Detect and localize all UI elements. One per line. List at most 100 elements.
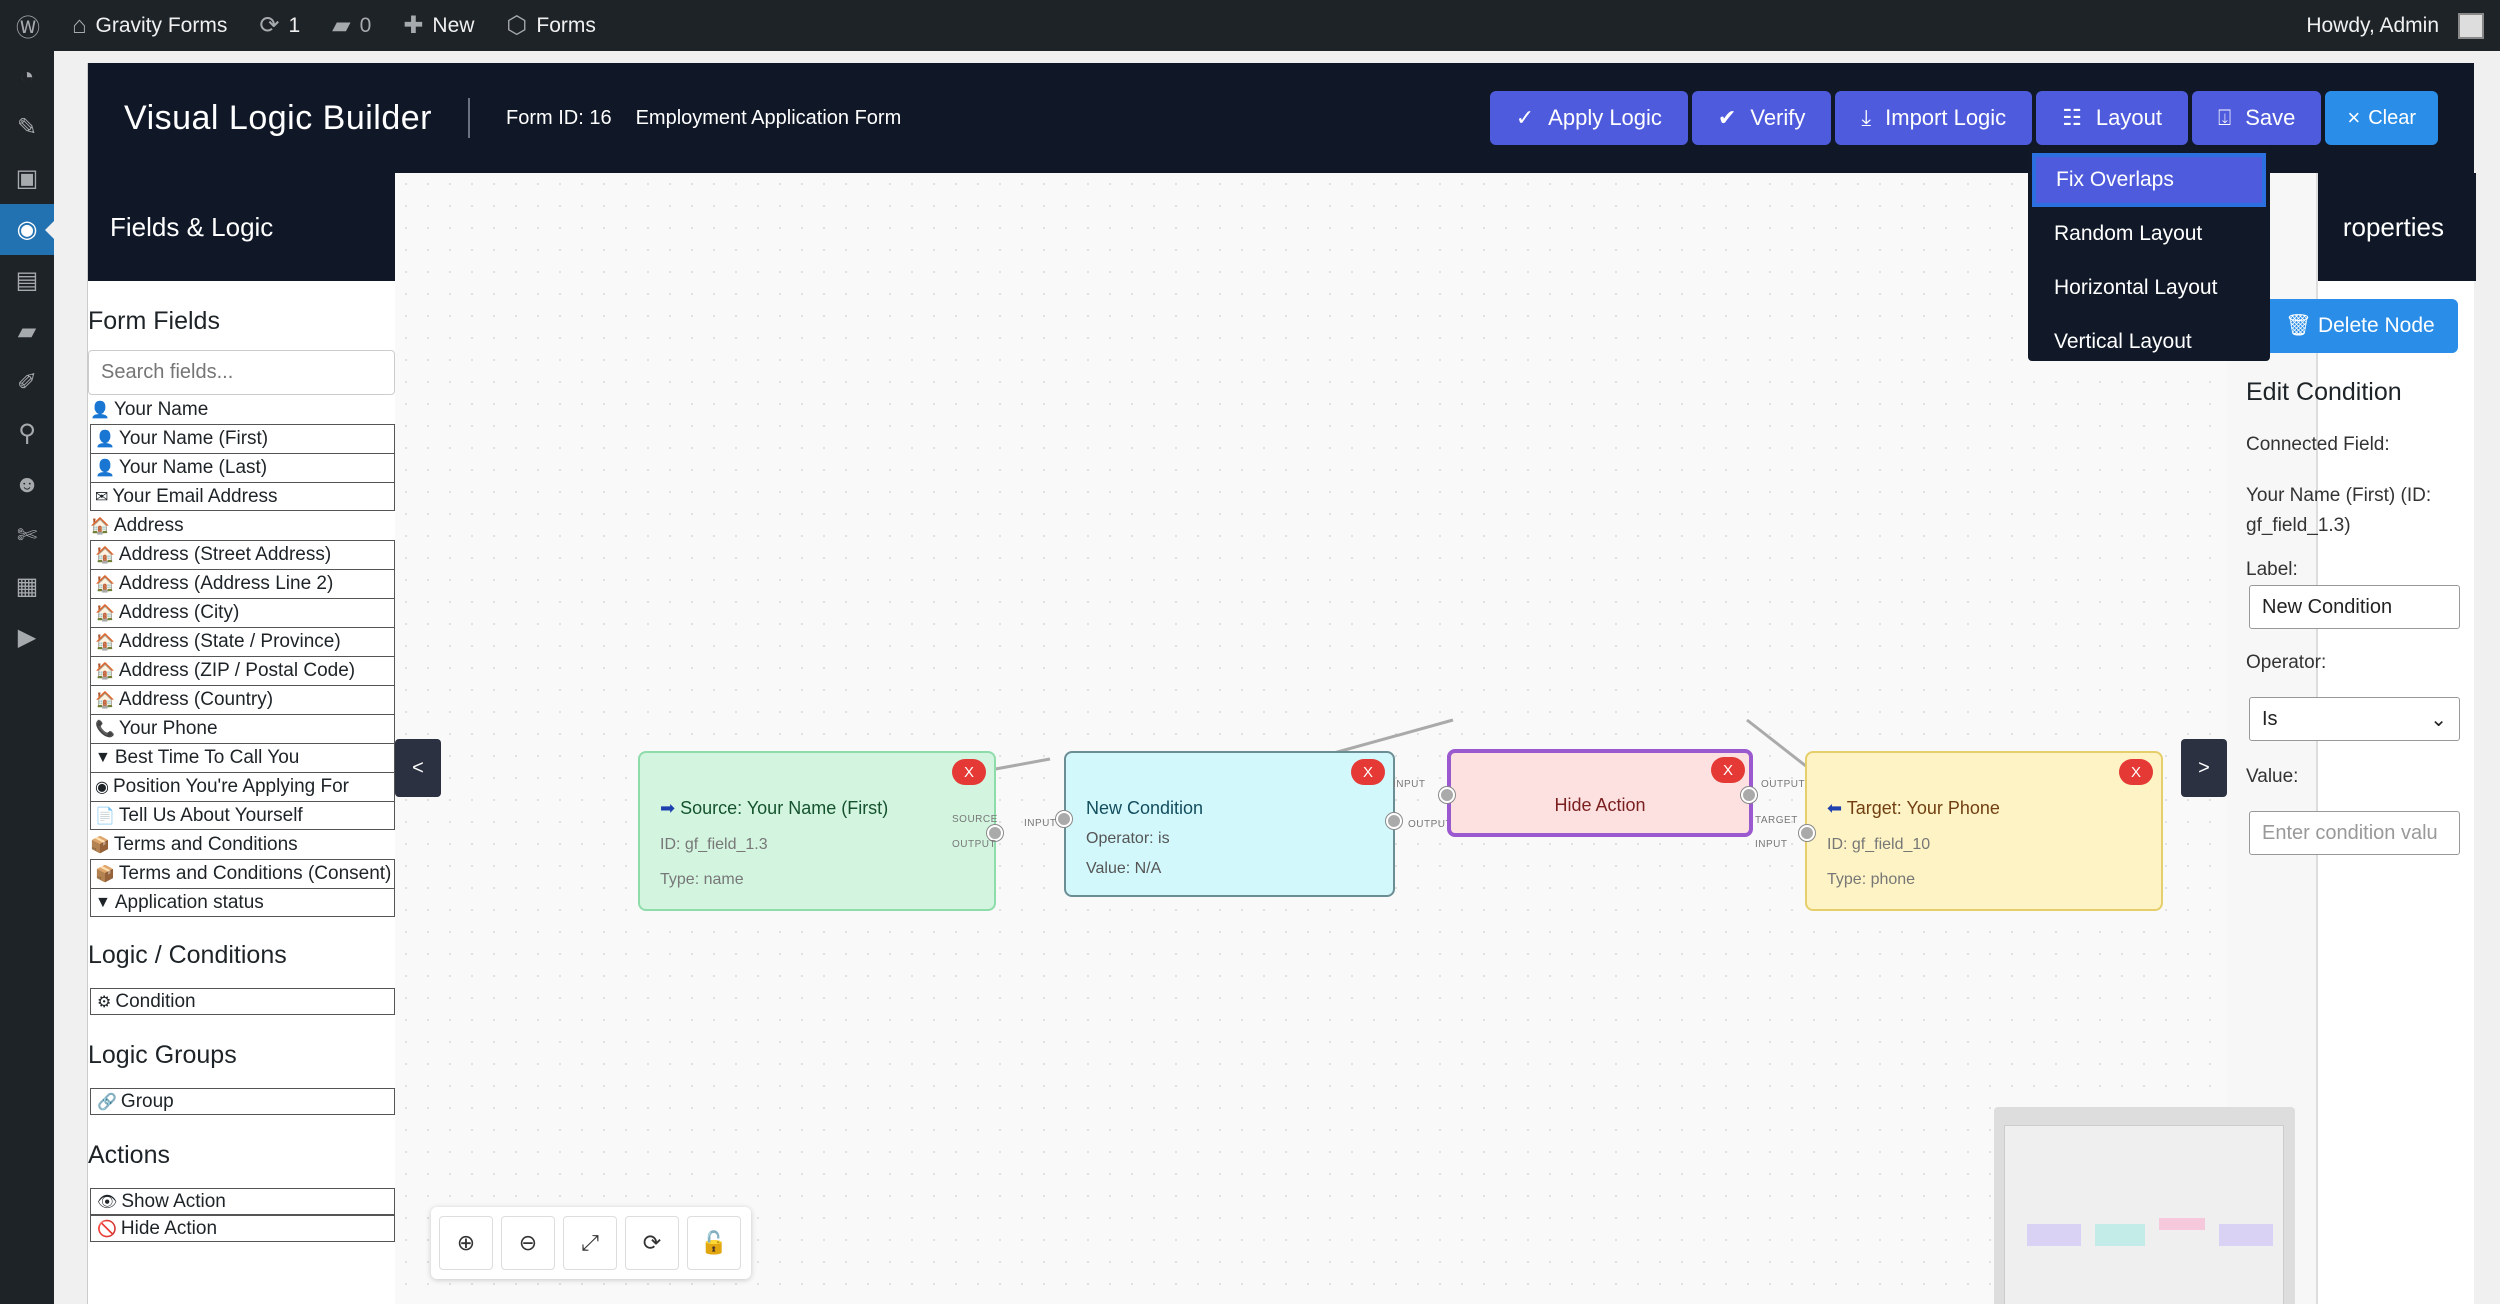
hide-input-port[interactable]: [1439, 787, 1455, 803]
field-label: Your Name (Last): [118, 457, 268, 478]
appearance-icon[interactable]: ✐: [16, 369, 38, 396]
forms-label: Forms: [536, 13, 596, 37]
value-field-label: Value:: [2246, 766, 2299, 787]
connection-source-condition[interactable]: [989, 757, 1051, 772]
field-item[interactable]: 📞Your Phone: [90, 714, 395, 743]
comments-link[interactable]: ▰0: [316, 0, 387, 51]
field-item[interactable]: 🏠Address (Address Line 2): [90, 569, 395, 598]
apply-logic-button[interactable]: ✓Apply Logic: [1489, 91, 1688, 145]
zoom-out-icon[interactable]: ⊖: [501, 1216, 555, 1270]
connection-hide-target[interactable]: [1746, 718, 1812, 772]
palette-item[interactable]: 👁Show Action: [90, 1188, 395, 1215]
field-type-icon: 📦: [95, 866, 115, 883]
field-group-item[interactable]: 📦Terms and Conditions: [88, 830, 395, 859]
condition-input-port[interactable]: [1056, 811, 1072, 827]
label-input[interactable]: New Condition: [2249, 585, 2460, 629]
source-output-port[interactable]: [987, 825, 1003, 841]
plugins-icon[interactable]: ⚲: [18, 420, 36, 447]
palette-item[interactable]: 🚫Hide Action: [90, 1215, 395, 1242]
lock-icon[interactable]: 🔓: [687, 1216, 741, 1270]
field-item[interactable]: 👤Your Name (First): [90, 424, 395, 453]
node-title: ⬅ Target: Your Phone: [1827, 798, 2000, 818]
clear-button[interactable]: ×Clear: [2325, 91, 2438, 145]
field-group-item[interactable]: 🏠Address: [88, 511, 395, 540]
delete-node-button[interactable]: X: [1711, 757, 1745, 783]
collapse-right-button[interactable]: >: [2181, 739, 2227, 797]
updates-link[interactable]: ⟳1: [243, 0, 316, 51]
palette-item[interactable]: ⚙Condition: [90, 988, 395, 1015]
field-group-item[interactable]: 👤Your Name: [88, 395, 395, 424]
layout-button[interactable]: ☷Layout: [2036, 91, 2188, 145]
account-menu[interactable]: Howdy, Admin: [2290, 0, 2500, 51]
settings-icon[interactable]: ▦: [15, 573, 39, 600]
layout-random[interactable]: Random Layout: [2054, 222, 2203, 245]
field-item[interactable]: 👤Your Name (Last): [90, 453, 395, 482]
field-label: Address (State / Province): [118, 631, 341, 652]
field-item[interactable]: 📄Tell Us About Yourself: [90, 801, 395, 830]
field-item[interactable]: 🏠Address (ZIP / Postal Code): [90, 656, 395, 685]
layout-vertical[interactable]: Vertical Layout: [2054, 330, 2192, 353]
forms-link[interactable]: ⬡Forms: [490, 0, 611, 51]
minimap[interactable]: [1994, 1107, 2295, 1304]
collapse-left-button[interactable]: <: [395, 739, 441, 797]
label-field-label: Label:: [2246, 559, 2298, 580]
media-icon[interactable]: ▣: [15, 165, 39, 192]
field-item[interactable]: 🏠Address (State / Province): [90, 627, 395, 656]
condition-output-port[interactable]: [1386, 813, 1402, 829]
save-button[interactable]: ⍗Save: [2191, 91, 2322, 145]
delete-node-button[interactable]: X: [2119, 759, 2153, 785]
new-content-link[interactable]: ✚New: [387, 0, 490, 51]
palette-item[interactable]: 🔗Group: [90, 1088, 395, 1115]
forms-menu-icon[interactable]: ◉: [0, 204, 54, 255]
field-label: Application status: [114, 891, 264, 913]
collapse-icon[interactable]: ▶: [17, 624, 37, 651]
header-divider: [468, 98, 470, 138]
search-input[interactable]: [88, 350, 395, 395]
target-node[interactable]: X ⬅ Target: Your Phone ID: gf_field_10 T…: [1755, 751, 2163, 911]
import-logic-button[interactable]: ⤓Import Logic: [1835, 91, 2033, 145]
node-type: Type: name: [660, 871, 744, 888]
verify-button[interactable]: ✔Verify: [1691, 91, 1832, 145]
reset-icon[interactable]: ⟳: [625, 1216, 679, 1270]
pages-icon[interactable]: ▤: [15, 267, 39, 294]
delete-node-button[interactable]: X: [1351, 759, 1385, 785]
fit-view-icon[interactable]: ⤢: [563, 1216, 617, 1270]
field-label: Address (Country): [118, 689, 274, 710]
tools-icon[interactable]: ✄: [16, 522, 38, 549]
delete-node-button[interactable]: X: [952, 759, 986, 785]
layout-horizontal[interactable]: Horizontal Layout: [2054, 276, 2218, 299]
hide-output-port[interactable]: [1741, 787, 1757, 803]
target-input-port[interactable]: [1799, 825, 1815, 841]
field-item[interactable]: 🏠Address (Street Address): [90, 540, 395, 569]
arrow-left-icon: ⬅: [1827, 798, 1843, 818]
value-input[interactable]: Enter condition valu: [2249, 811, 2460, 855]
logic-canvas[interactable]: < > X ➡ Source: Your Name (First) ID: gf…: [395, 173, 2295, 1304]
check-icon: ✓: [1515, 105, 1535, 130]
field-item[interactable]: ▼Application status: [90, 888, 395, 917]
site-name-link[interactable]: ⌂Gravity Forms: [56, 0, 243, 51]
dashboard-icon[interactable]: ◔: [19, 62, 35, 90]
hide-action-node[interactable]: X Hide Action INPUT OUTPUT: [1393, 749, 1805, 837]
posts-icon[interactable]: ✎: [16, 114, 38, 141]
delete-node-button-panel[interactable]: 🗑Delete Node: [2262, 299, 2458, 353]
zoom-in-icon[interactable]: ⊕: [439, 1216, 493, 1270]
builder-header: Visual Logic Builder Form ID: 16 Employm…: [88, 63, 2474, 173]
users-icon[interactable]: ☻: [14, 470, 40, 498]
field-item[interactable]: ▼Best Time To Call You: [90, 743, 395, 772]
port-label-input: INPUT: [1393, 779, 1426, 790]
field-item[interactable]: 🏠Address (City): [90, 598, 395, 627]
source-node[interactable]: X ➡ Source: Your Name (First) ID: gf_fie…: [638, 751, 1003, 911]
field-item[interactable]: 🏠Address (Country): [90, 685, 395, 714]
operator-select[interactable]: Is⌄: [2249, 697, 2460, 741]
field-item[interactable]: 📦Terms and Conditions (Consent): [90, 859, 395, 888]
comments-icon[interactable]: ▰: [17, 318, 37, 345]
layout-fix-overlaps[interactable]: Fix Overlaps: [2032, 153, 2266, 207]
field-label: Your Name: [113, 398, 209, 420]
port-label-output: OUTPUT: [1408, 819, 1453, 830]
condition-node[interactable]: X New Condition Operator: is Value: N/A …: [1024, 751, 1452, 897]
field-item[interactable]: ◉Position You're Applying For: [90, 772, 395, 801]
field-item[interactable]: ✉Your Email Address: [90, 482, 395, 511]
port-label-input: INPUT: [1024, 818, 1057, 829]
field-type-icon: ▼: [95, 749, 111, 766]
wordpress-logo[interactable]: Ⓦ: [0, 0, 56, 51]
